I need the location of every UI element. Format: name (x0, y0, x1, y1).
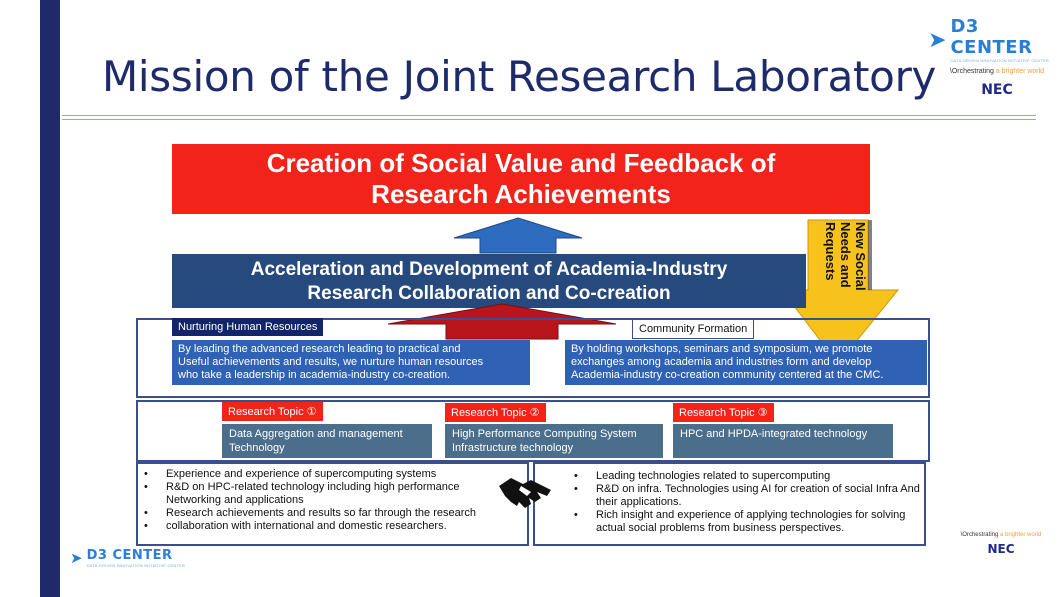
d3-center-logo-footer: ➤ D3 CENTER DATA-DRIVEN INNOVATION INITI… (70, 548, 186, 568)
pillars-frame (136, 318, 930, 398)
needs-arrow-label: New Social Needs and Requests (823, 222, 868, 291)
topic-label-3: Research Topic ③ (673, 403, 774, 422)
up-arrow-red (387, 303, 617, 340)
topic-desc-3: HPC and HPDA-integrated technology (673, 424, 893, 458)
topic-label-2: Research Topic ② (445, 403, 546, 422)
list-item: R&D on infra. Technologies using AI for … (568, 483, 924, 509)
pillar-label-community: Community Formation (632, 319, 755, 339)
pillar-desc-community: By holding workshops, seminars and sympo… (565, 340, 927, 385)
industry-bullet-list: Leading technologies related to supercom… (568, 470, 924, 535)
topic-desc-2: High Performance Computing System Infras… (445, 424, 663, 458)
topic-label-1: Research Topic ① (222, 402, 323, 421)
nec-tagline: \Orchestrating a brighter world (960, 532, 1042, 538)
pillar-label-human-resources: Nurturing Human Resources (172, 318, 324, 336)
pillar-desc-human-resources: By leading the advanced research leading… (172, 340, 530, 385)
list-item: Leading technologies related to supercom… (568, 470, 924, 483)
industry-strengths-frame (533, 462, 926, 546)
list-item: R&D on HPC-related technology including … (138, 481, 528, 507)
handshake-icon (499, 478, 551, 508)
left-accent-bar (40, 0, 60, 597)
list-item: Experience and experience of supercomput… (138, 468, 528, 481)
academia-bullet-list: Experience and experience of supercomput… (138, 468, 528, 533)
collaboration-banner: Acceleration and Development of Academia… (172, 254, 806, 308)
topics-frame (136, 400, 930, 462)
title-divider (62, 115, 1036, 120)
page-title: Mission of the Joint Research Laboratory (102, 52, 937, 101)
list-item: Rich insight and experience of applying … (568, 509, 924, 535)
topic-desc-1: Data Aggregation and management Technolo… (222, 424, 432, 458)
up-arrow-blue (453, 217, 583, 254)
d3-logo-icon: ➤ (70, 549, 83, 567)
nec-tagline: \Orchestrating a brighter world (949, 68, 1045, 75)
social-value-banner: Creation of Social Value and Feedback of… (172, 144, 870, 214)
nec-logo-footer: \Orchestrating a brighter world NEC (956, 532, 1046, 556)
list-item: collaboration with international and dom… (138, 520, 528, 533)
list-item: Research achievements and results so far… (138, 507, 528, 520)
d3-logo-icon: ➤ (928, 26, 947, 52)
nec-logo: \Orchestrating a brighter world NEC (944, 68, 1050, 98)
d3-center-logo: ➤ D3 CENTER DATA-DRIVEN INNOVATION INITI… (928, 16, 1049, 63)
